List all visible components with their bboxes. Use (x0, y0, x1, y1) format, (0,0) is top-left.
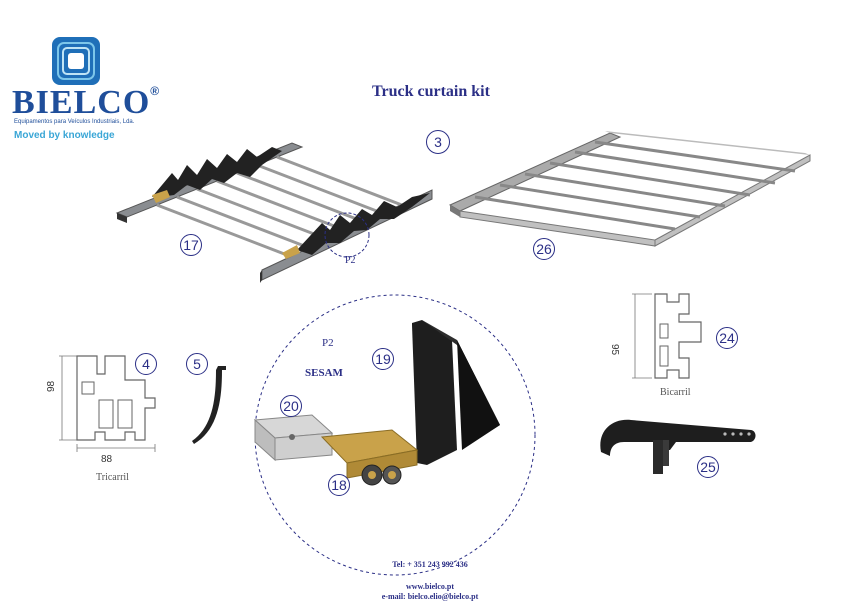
part-number: 25 (700, 459, 716, 475)
part-number: 26 (536, 241, 552, 257)
sesam-hook-assembly-drawing (253, 320, 500, 486)
brand-tagline: Moved by knowledge (14, 130, 115, 141)
brand-name: BIELCO® (12, 84, 160, 122)
part-number: 4 (142, 356, 150, 372)
bicarril-profile-drawing (632, 293, 702, 379)
corner-bracket-drawing (600, 419, 756, 474)
tricarril-height-dimension: 98 (46, 380, 57, 392)
part-number: 20 (283, 398, 299, 414)
part-number: 5 (193, 356, 201, 372)
part-callout-3: 3 (426, 130, 450, 154)
part-number: 3 (434, 134, 442, 150)
brand-subtitle: Equipamentos para Veículos Industriais, … (14, 119, 135, 125)
contact-phone: Tel: + 351 243 992 436 (392, 560, 468, 569)
part-number: 19 (375, 351, 391, 367)
part-callout-26: 26 (533, 238, 555, 260)
curtain-kit-assembly-drawing (115, 142, 433, 283)
sesam-label: SESAM (305, 367, 343, 379)
part-callout-18: 18 (328, 474, 350, 496)
page-title: Truck curtain kit (372, 83, 490, 100)
part-number: 18 (331, 477, 347, 493)
brand-name-text: BIELCO (12, 84, 151, 121)
part-number: 24 (719, 330, 735, 346)
part-callout-19: 19 (372, 348, 394, 370)
part-callout-5: 5 (186, 353, 208, 375)
contact-website[interactable]: www.bielco.pt (406, 582, 454, 591)
tricarril-profile-drawing (59, 355, 156, 452)
curtain-clip-drawing (192, 366, 226, 444)
contact-email[interactable]: e-mail: bielco.elio@bielco.pt (381, 592, 479, 601)
roller-frame-drawing (448, 131, 811, 247)
tricarril-width-dimension: 88 (101, 454, 113, 465)
part-callout-17: 17 (180, 234, 202, 256)
brand-registered-mark: ® (150, 84, 161, 98)
bicarril-height-dimension: 95 (609, 344, 620, 356)
part-callout-24: 24 (716, 327, 738, 349)
brand-logo-icon (52, 37, 100, 85)
detail-reference-p2: P2 (345, 255, 356, 266)
part-callout-25: 25 (697, 456, 719, 478)
bicarril-label: Bicarril (660, 387, 691, 398)
part-callout-20: 20 (280, 395, 302, 417)
part-callout-4: 4 (135, 353, 157, 375)
tricarril-label: Tricarril (96, 472, 129, 483)
detail-reference-p2-large: P2 (322, 337, 334, 349)
part-number: 17 (183, 237, 199, 253)
